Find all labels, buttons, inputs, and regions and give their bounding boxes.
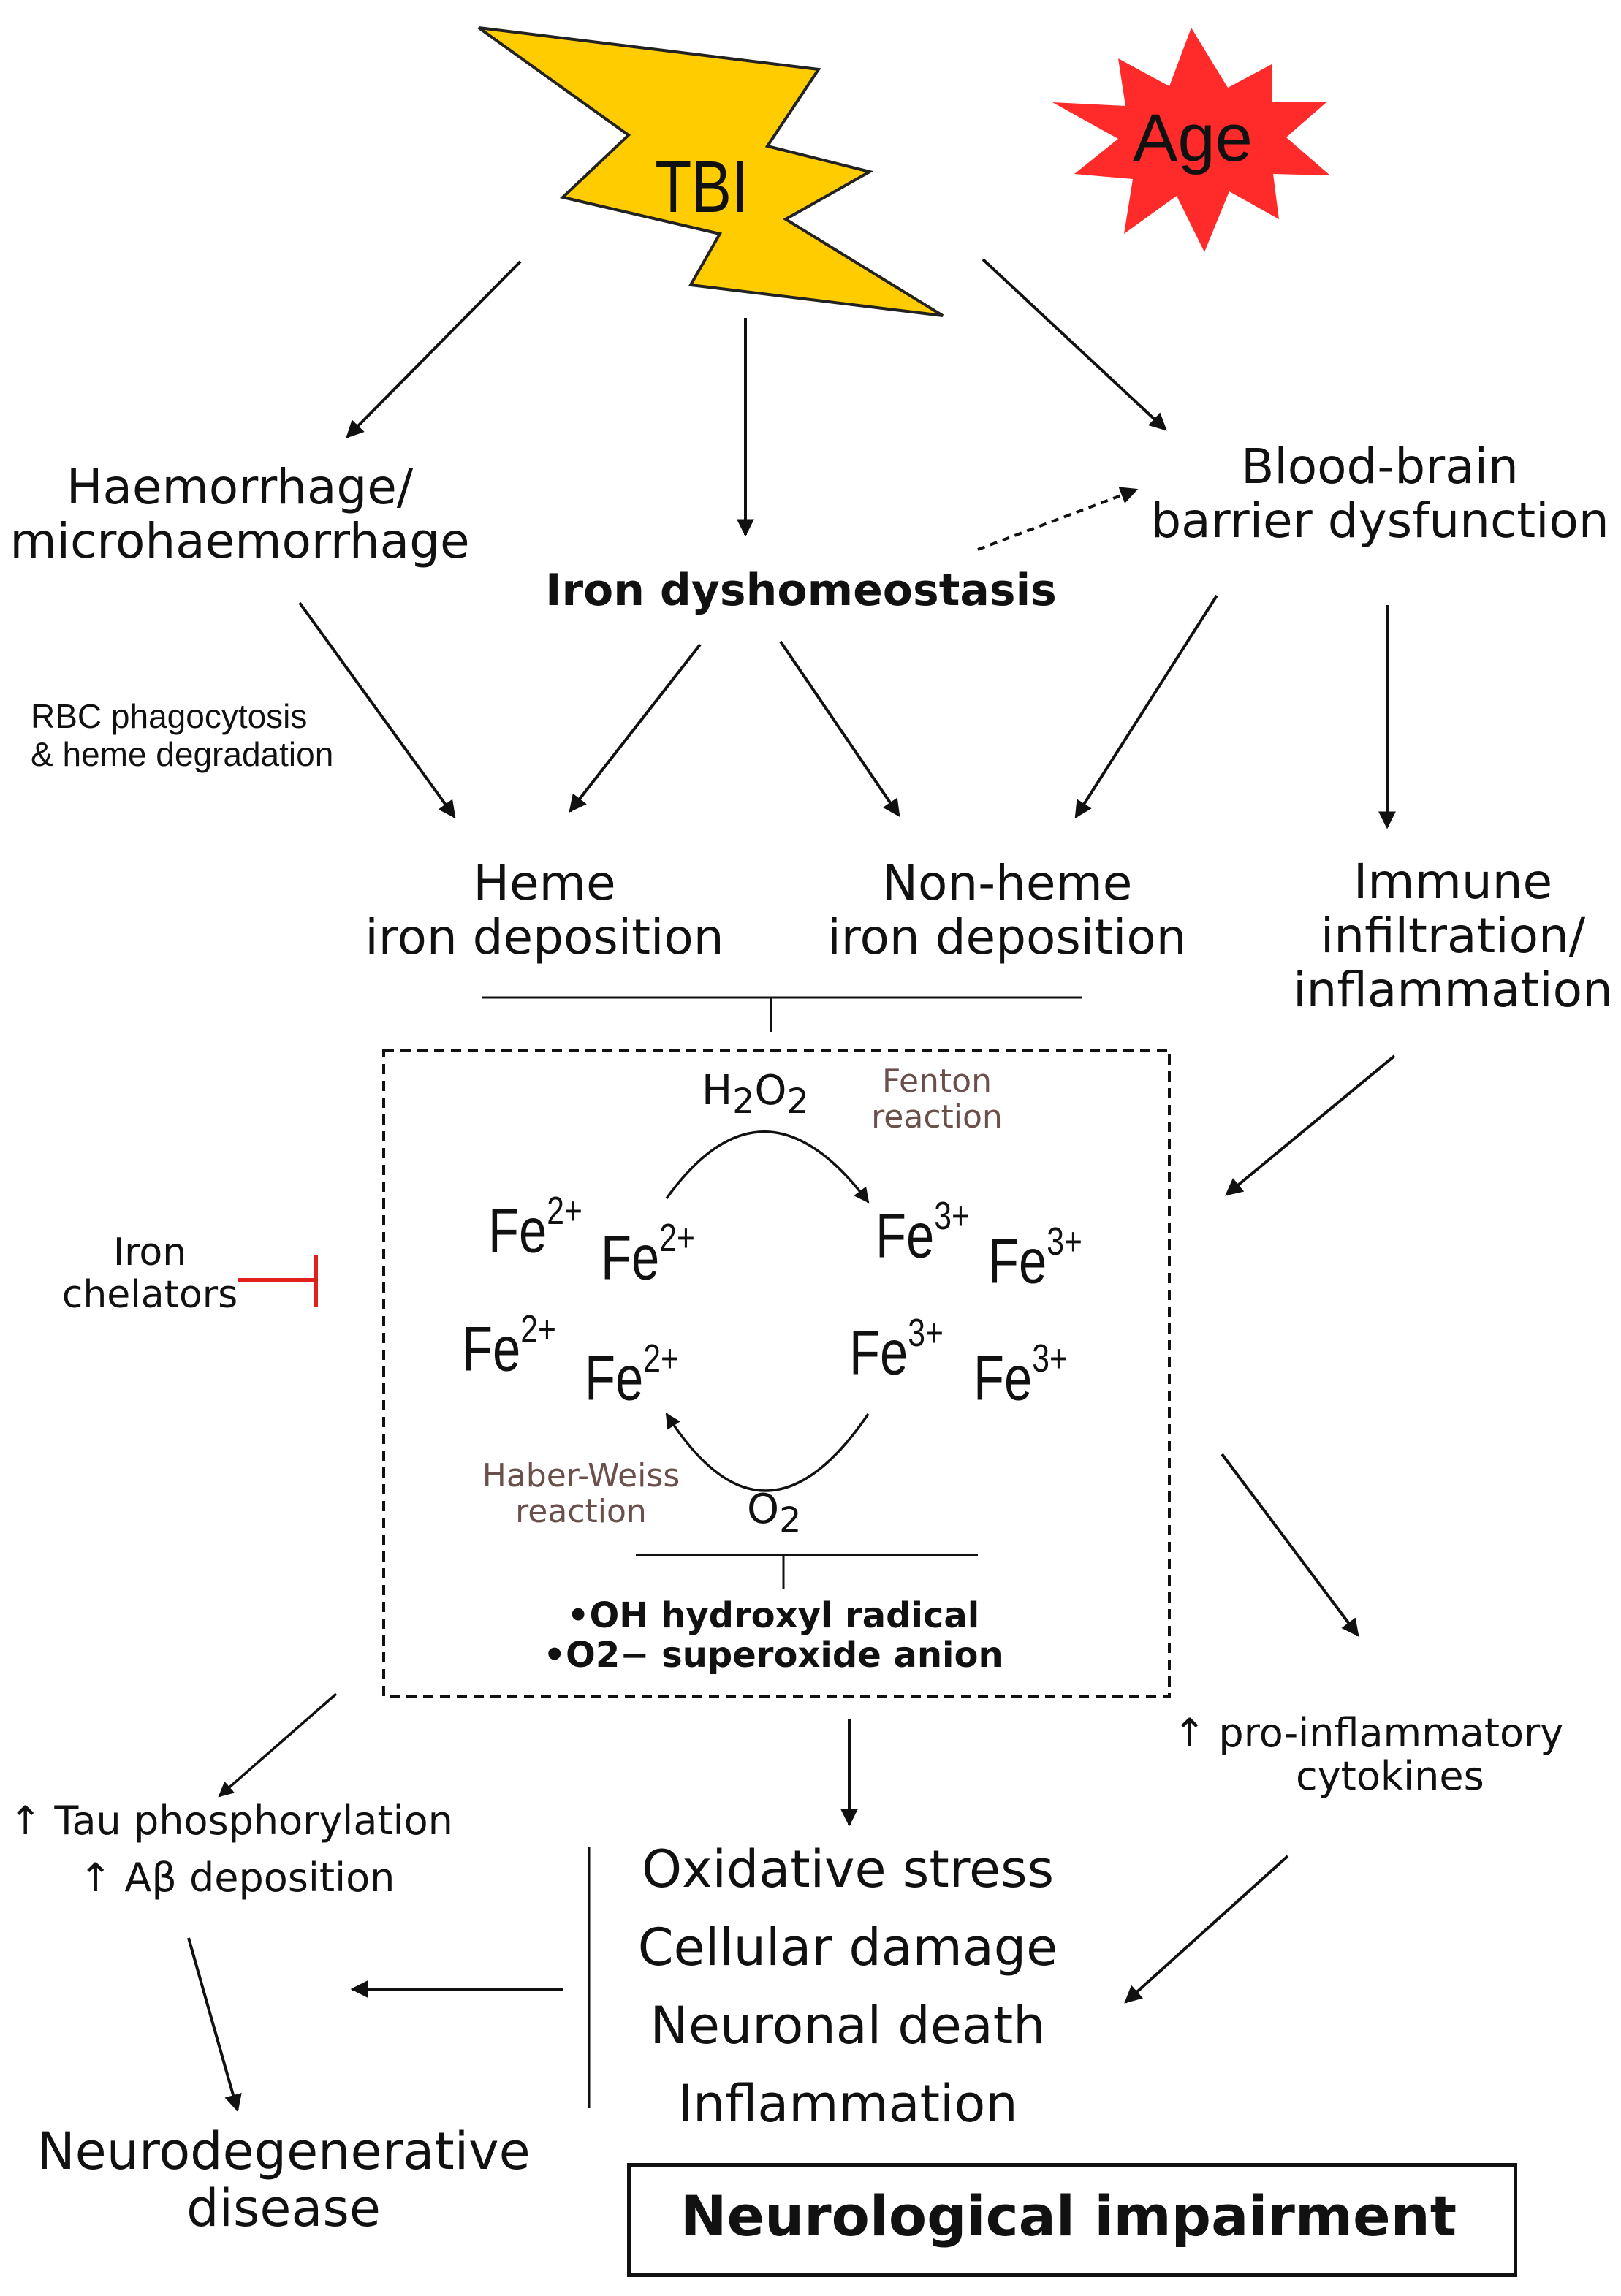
fe3-ion-1: Fe3+ [876,1195,970,1271]
o2-label: O2 [747,1486,802,1540]
fenton-cycle-arrow [665,1130,870,1204]
fe3-ion-4: Fe3+ [973,1337,1068,1414]
fe3-ion-3: Fe3+ [849,1312,944,1388]
arrow-haemorrhage-to-heme [298,601,456,818]
fe2-ion-1: Fe2+ [488,1190,582,1266]
outcome-cellular-damage: Cellular damage [637,1917,1058,1978]
outcome-neuronal-death: Neuronal death [650,1996,1046,2056]
arrow-bbb-to-nonheme [1074,594,1218,819]
tbi-lightning-bolt [477,26,944,317]
arrow-iron-to-nonheme [779,640,900,817]
fe2-ion-2: Fe2+ [601,1217,695,1293]
neurological-impairment-label: Neurological impairment [680,2183,1457,2249]
fe2-ion-4: Fe2+ [585,1337,679,1414]
outcome-inflammation: Inflammation [677,2074,1018,2135]
neurological-impairment-box [627,2163,1517,2277]
arrow-cytokines-to-outcomes [1124,1855,1289,2004]
iron-dyshomeostasis-label: Iron dyshomeostasis [545,565,1057,616]
age-starburst [1052,28,1330,252]
arrow-tbi-to-haemorrhage [346,260,522,438]
pro-inflammatory-cytokines-label: ↑ pro-inflammatory cytokines [1173,1710,1564,1800]
abeta-deposition-label: ↑ Aβ deposition [79,1855,395,1901]
arrow-dotted-iron-to-bbb [977,487,1139,551]
h2o2-label: H2O2 [702,1067,809,1122]
haemorrhage-label: Haemorrhage/microhaemorrhage [10,459,470,569]
arrow-box-to-cytokines [1221,1453,1359,1637]
outcome-oxidative-stress: Oxidative stress [641,1839,1055,1899]
fe2-ion-3: Fe2+ [462,1308,556,1385]
arrow-box-to-tau [218,1692,338,1798]
arrow-iron-to-heme [569,643,702,813]
fenton-reaction-box [382,1049,1171,1698]
haber-weiss-cycle-arrow [665,1413,870,1492]
age-label: Age [1133,101,1253,175]
arrow-immune-to-box [1225,1054,1396,1196]
arrow-tau-to-neurodegenerative [187,1937,242,2113]
tbi-label: TBI [655,146,748,228]
arrow-tbi-to-bbb [982,258,1167,431]
fe3-ion-2: Fe3+ [988,1220,1082,1297]
tau-phosphorylation-label: ↑ Tau phosphorylation [9,1798,453,1844]
rbc-phagocytosis-label: RBC phagocytosis& heme degradation [31,697,334,773]
radicals-label: •OH hydroxyl radical•O2− superoxide anio… [543,1595,1003,1676]
outcomes-list: Oxidative stress Cellular damage Neurona… [638,1831,1058,2143]
